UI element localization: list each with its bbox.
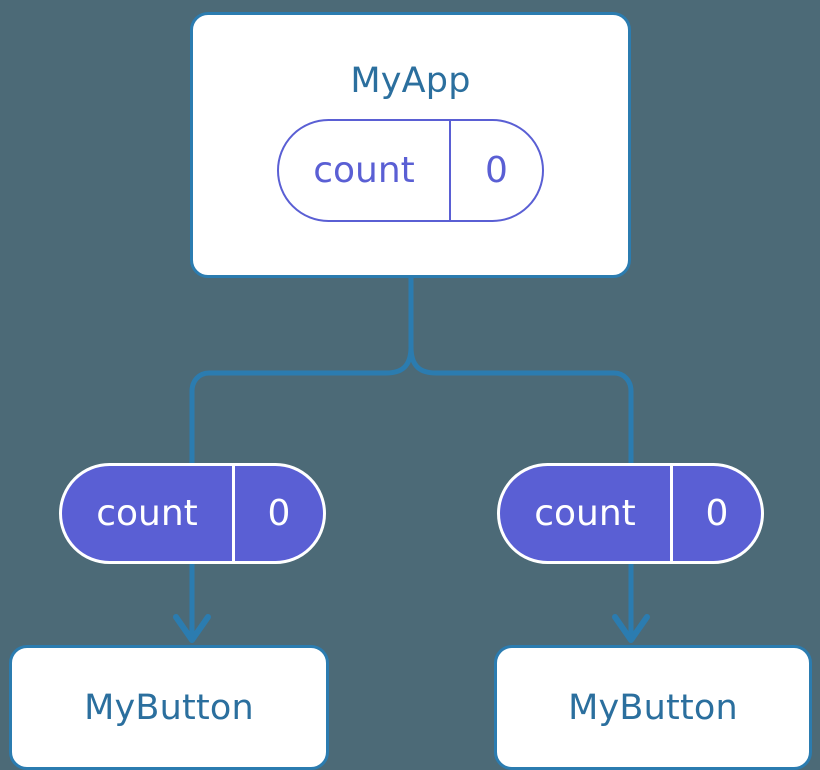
state-pill-value: 0 [485,150,508,191]
state-pill-value: 0 [705,493,729,534]
state-pill-child-right-count[interactable]: count 0 [497,463,764,564]
fork-right-branch [408,346,634,470]
arrow-left-head [173,614,211,643]
state-pill-name: count [62,466,235,561]
component-title-mybutton: MyButton [568,687,738,728]
state-pill-name: count [279,121,451,220]
state-pill-myapp-count[interactable]: count 0 [277,119,544,222]
component-box-myapp[interactable]: MyApp count 0 [190,12,631,278]
component-box-mybutton-right[interactable]: MyButton [494,645,812,770]
state-pill-value: 0 [267,493,291,534]
state-pill-child-left-count[interactable]: count 0 [59,463,326,564]
fork-left-branch [189,346,414,470]
component-title-myapp: MyApp [350,61,471,101]
component-box-mybutton-left[interactable]: MyButton [9,645,329,770]
arrow-right-head [612,614,650,643]
component-title-mybutton: MyButton [84,687,254,728]
state-pill-name: count [500,466,673,561]
